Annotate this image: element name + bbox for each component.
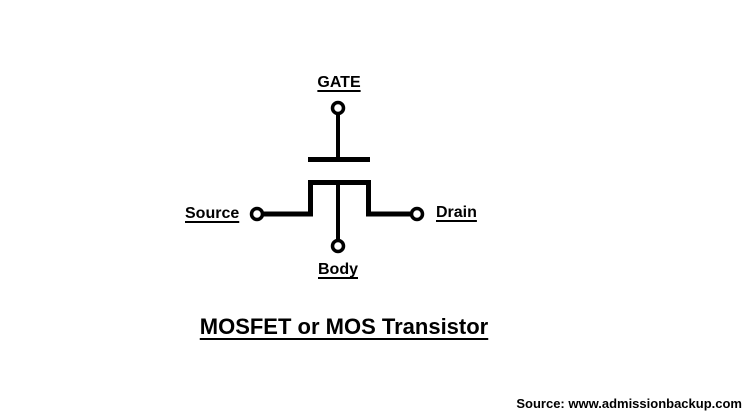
- drain-lead-line: [366, 182, 411, 217]
- source-terminal-label: Source: [185, 205, 240, 222]
- diagram-title: MOSFET or MOS Transistor: [199, 314, 489, 339]
- gate-terminal-node-icon: [330, 100, 346, 116]
- drain-terminal-label: Drain: [436, 204, 477, 221]
- body-terminal-label: Body: [318, 261, 358, 278]
- source-terminal-node-icon: [249, 206, 265, 222]
- gate-terminal-label: GATE: [317, 74, 361, 91]
- source-attribution: Source: www.admissionbackup.com: [516, 396, 742, 411]
- body-terminal-node-icon: [330, 238, 346, 254]
- drain-terminal-node-icon: [409, 206, 425, 222]
- source-lead-line: [263, 182, 313, 217]
